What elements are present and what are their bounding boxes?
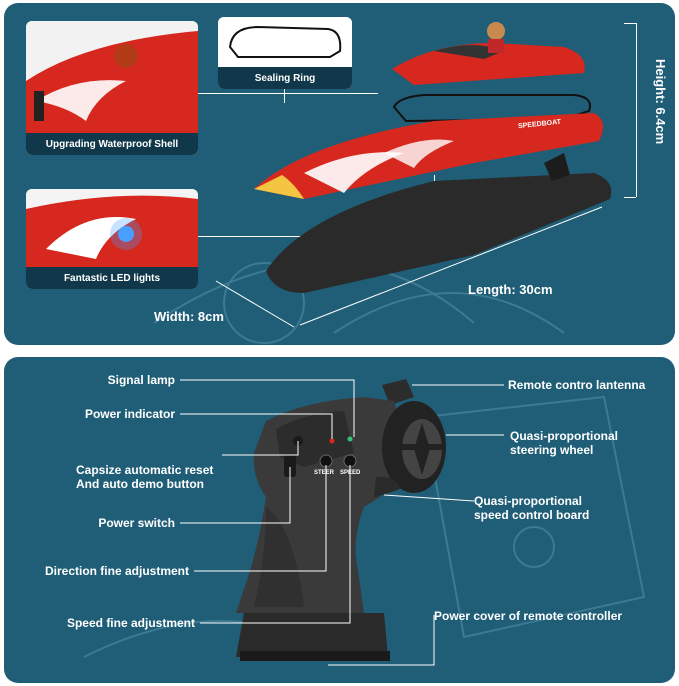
led-closeup-image <box>26 189 198 267</box>
shell-photo: Upgrading Waterproof Shell <box>26 21 198 155</box>
width-label: Width: 8cm <box>154 309 224 324</box>
left-leader-lines <box>180 379 504 666</box>
height-dimension-line <box>636 23 637 197</box>
signal-lamp-label: Signal lamp <box>107 373 175 387</box>
power-switch-label: Power switch <box>98 516 175 530</box>
shell-closeup-image <box>26 21 198 133</box>
sealing-ring-caption: Sealing Ring <box>218 67 352 89</box>
speed-fine-adjust-label: Speed fine adjustment <box>66 616 195 630</box>
led-photo: Fantastic LED lights <box>26 189 198 289</box>
led-caption: Fantastic LED lights <box>26 267 198 289</box>
steering-wheel-label: Quasi-proportional steering wheel <box>510 429 618 457</box>
antenna-label: Remote contro lantenna <box>508 378 646 392</box>
steer-knob-label: STEER <box>314 470 335 476</box>
height-dimension-tick-bottom <box>624 197 636 198</box>
power-indicator-label: Power indicator <box>84 407 175 421</box>
height-dimension-tick-top <box>624 23 636 24</box>
length-width-dimension-lines <box>215 206 603 328</box>
boat-specs-panel: Upgrading Waterproof Shell Fantastic LED… <box>4 3 675 345</box>
speed-control-board-label: Quasi-proportional speed control board <box>474 494 590 522</box>
shell-caption: Upgrading Waterproof Shell <box>26 133 198 155</box>
boat-exploded-illustration <box>254 22 612 293</box>
length-label: Length: 30cm <box>468 282 553 297</box>
remote-controller-panel: STEER SPEED Signal lamp Power indicator … <box>4 357 675 683</box>
power-cover-label: Power cover of remote controller <box>434 609 623 623</box>
remote-controller-illustration <box>236 379 446 661</box>
direction-fine-adjust-label: Direction fine adjustment <box>44 564 189 578</box>
sealing-ring-box: Sealing Ring <box>218 17 352 89</box>
connector-line-shell <box>198 93 378 94</box>
capsize-reset-label: Capsize automatic reset And auto demo bu… <box>76 463 214 491</box>
sealing-ring-image <box>218 17 352 67</box>
connector-line-ring <box>284 89 285 103</box>
